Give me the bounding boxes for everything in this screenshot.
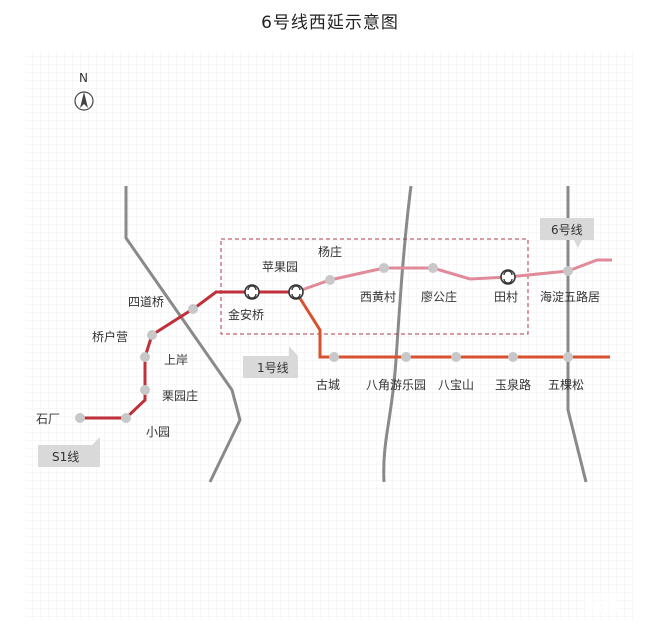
tag-line6: 6号线 xyxy=(540,218,594,248)
tag-lines1: S1线 xyxy=(38,437,100,467)
map-title: 6号线西延示意图 xyxy=(261,13,399,33)
transfer-pingguoyuan[interactable] xyxy=(288,284,304,300)
transfer-tiancun[interactable] xyxy=(500,269,516,285)
line-6 xyxy=(295,258,612,294)
station-dots xyxy=(75,263,573,423)
label-babaoshan: 八宝山 xyxy=(438,378,474,392)
river-west xyxy=(124,186,242,483)
station-dot-yuquanlu[interactable] xyxy=(508,352,518,362)
label-xiaoyuan: 小园 xyxy=(146,425,170,439)
tag-lines1-text: S1线 xyxy=(52,450,79,464)
tag-line1: 1号线 xyxy=(243,346,298,378)
label-shangan: 上岸 xyxy=(164,353,188,367)
river-middle xyxy=(382,185,413,483)
compass-north-arrow xyxy=(80,92,88,108)
label-yangzhuang: 杨庄 xyxy=(318,244,342,259)
station-dot-bajiao[interactable] xyxy=(401,352,411,362)
station-dot-qiaohuying[interactable] xyxy=(147,330,157,340)
station-dot-babaoshan[interactable] xyxy=(451,352,461,362)
label-haidianwulujv: 海淀五路居 xyxy=(540,289,600,304)
label-liyuanzhuang: 栗园庄 xyxy=(162,388,198,403)
label-shichang: 石厂 xyxy=(36,412,60,426)
tag-line1-text: 1号线 xyxy=(257,361,289,375)
watermark: 城事 xyxy=(584,593,620,615)
compass: N xyxy=(74,71,94,111)
station-dot-sidaoqiao[interactable] xyxy=(188,304,198,314)
line-1 xyxy=(294,291,610,359)
label-gucheng: 古城 xyxy=(316,377,340,392)
label-yuquanlu: 玉泉路 xyxy=(495,377,531,392)
station-dot-gucheng[interactable] xyxy=(329,352,339,362)
label-bajiao: 八角游乐园 xyxy=(366,378,426,392)
station-dot-xihuangcun[interactable] xyxy=(379,263,389,273)
station-dot-haidianwulujv[interactable] xyxy=(563,266,573,276)
label-wukesong: 五棵松 xyxy=(548,377,584,392)
station-dot-wukesong[interactable] xyxy=(563,352,573,362)
label-pingguoyuan: 苹果园 xyxy=(262,260,298,274)
label-sidaoqiao: 四道桥 xyxy=(128,295,164,309)
station-dot-yangzhuang[interactable] xyxy=(325,275,335,285)
station-dot-liaogongzhuang[interactable] xyxy=(428,263,438,273)
label-xihuangcun: 西黄村 xyxy=(360,290,396,304)
station-dot-xiaoyuan[interactable] xyxy=(121,413,131,423)
label-tiancun: 田村 xyxy=(494,290,518,304)
label-liaogongzhuang: 廖公庄 xyxy=(421,289,457,304)
tag-line6-text: 6号线 xyxy=(551,223,583,237)
river-east xyxy=(566,186,588,483)
station-dot-liyuanzhuang[interactable] xyxy=(140,385,150,395)
station-dot-shangan[interactable] xyxy=(140,352,150,362)
label-qiaohuying: 桥户营 xyxy=(92,329,128,344)
transfer-jinanqiao[interactable] xyxy=(244,284,260,300)
compass-label: N xyxy=(79,71,88,85)
station-dot-shichang[interactable] xyxy=(75,413,85,423)
extension-highlight-box xyxy=(220,238,529,335)
grid-background xyxy=(26,52,634,620)
label-jinanqiao: 金安桥 xyxy=(228,307,264,322)
